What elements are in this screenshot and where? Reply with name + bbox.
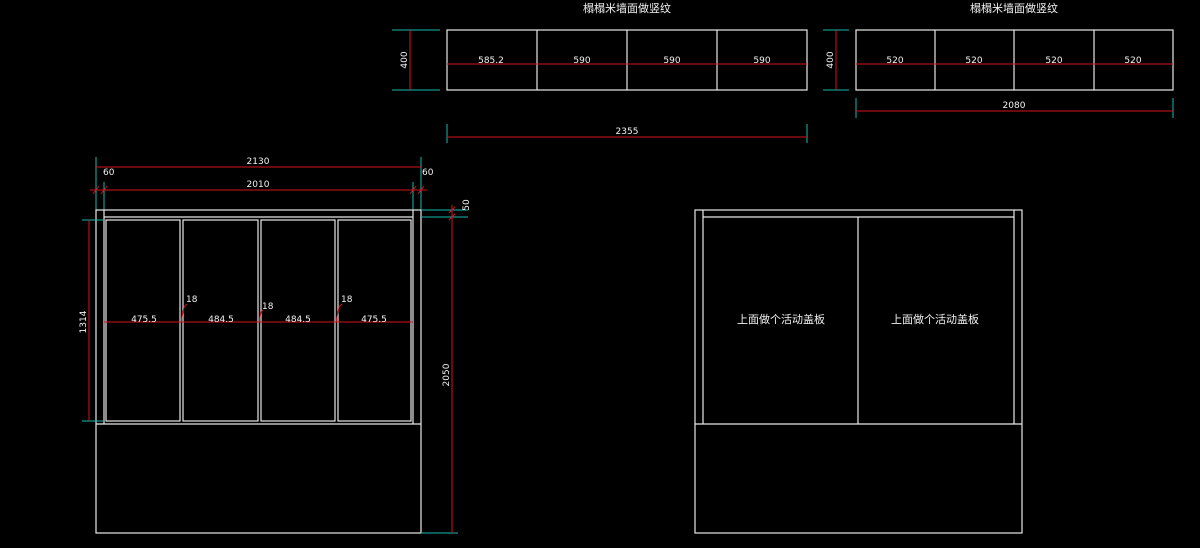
lid-view-cabinet-outline — [694, 209, 1023, 534]
front-view-dim-tick — [448, 213, 456, 221]
front-view-dim-tick — [92, 185, 100, 195]
wall-elevation-2-seg-label: 520 — [886, 56, 903, 66]
front-view-dim-tick — [417, 185, 425, 195]
cabinet-front-view: 2130 2010 60 60 475.5 484.5 484.5 475.5 … — [79, 157, 472, 534]
front-view-gap-label: 18 — [341, 295, 353, 305]
front-view-door-width-label: 475.5 — [361, 315, 387, 325]
wall-elevation-2: 榻榻米墙面做竖纹 520 520 520 520 400 2080 — [823, 1, 1174, 118]
wall-elevation-1-total-label: 2355 — [616, 127, 639, 137]
wall-elevation-1-seg-label: 585.2 — [478, 56, 504, 66]
wall-elevation-1-seg-label: 590 — [573, 56, 590, 66]
front-view-overall-width-label: 2130 — [247, 157, 270, 167]
lid-view-panel-label: 上面做个活动盖板 — [737, 312, 825, 326]
front-view-top-offset-label: 50 — [462, 199, 472, 211]
cabinet-top-lid-view: 上面做个活动盖板 上面做个活动盖板 — [694, 209, 1023, 534]
front-view-dim-tick — [100, 185, 108, 195]
front-view-left-side-label: 60 — [103, 168, 115, 178]
wall-elevation-1: 榻榻米墙面做竖纹 585.2 590 590 590 400 2355 — [392, 1, 808, 143]
wall-elevation-2-seg-label: 520 — [1124, 56, 1141, 66]
front-view-right-side-label: 60 — [422, 168, 434, 178]
wall-elevation-1-height-label: 400 — [400, 51, 410, 68]
front-view-door — [260, 219, 336, 422]
front-view-gap-leader — [180, 303, 188, 323]
front-view-gap-leader — [258, 309, 264, 323]
front-view-cabinet-outline — [95, 209, 422, 534]
wall-elevation-2-seg-label: 520 — [965, 56, 982, 66]
front-view-total-height-label: 2050 — [442, 363, 452, 386]
front-view-door — [337, 219, 412, 422]
front-view-gap-leader — [335, 303, 343, 323]
front-view-door-width-label: 475.5 — [131, 315, 157, 325]
front-view-door-width-label: 484.5 — [208, 315, 234, 325]
front-view-gap-label: 18 — [186, 295, 198, 305]
wall-elevation-1-seg-label: 590 — [663, 56, 680, 66]
lid-view-panel-label: 上面做个活动盖板 — [891, 312, 979, 326]
wall-elevation-1-title: 榻榻米墙面做竖纹 — [583, 1, 671, 15]
wall-elevation-2-title: 榻榻米墙面做竖纹 — [970, 1, 1058, 15]
front-view-dim-tick — [409, 185, 417, 195]
front-view-inner-width-label: 2010 — [247, 180, 270, 190]
wall-elevation-2-height-label: 400 — [826, 51, 836, 68]
front-view-gap-label: 18 — [262, 302, 274, 312]
front-view-door-width-label: 484.5 — [285, 315, 311, 325]
wall-elevation-2-seg-label: 520 — [1045, 56, 1062, 66]
front-view-door — [105, 219, 181, 422]
wall-elevation-2-total-label: 2080 — [1003, 101, 1026, 111]
front-view-door — [182, 219, 259, 422]
wall-elevation-1-seg-label: 590 — [753, 56, 770, 66]
front-view-door-height-label: 1314 — [79, 310, 89, 333]
front-view-dim-tick — [448, 206, 456, 214]
